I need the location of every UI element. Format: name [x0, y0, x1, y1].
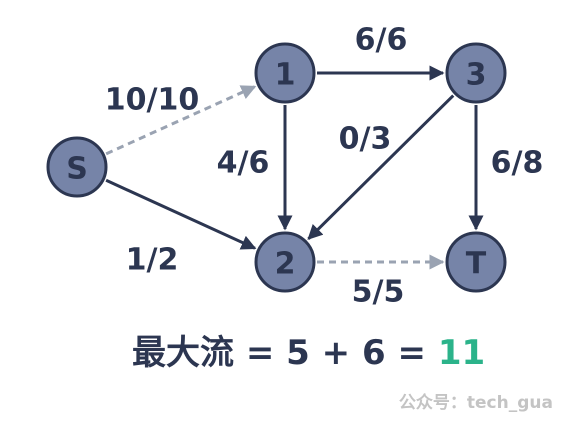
formula-text: 最大流 = 5 + 6 =: [132, 333, 438, 373]
edge-3-2: [307, 94, 455, 240]
node-circle-2: [254, 231, 316, 293]
node-label-1: 1: [275, 58, 296, 93]
watermark: 公众号：tech_gua: [398, 393, 553, 413]
node-circle-3: [445, 42, 507, 104]
edge-label-1-3: 6/6: [355, 23, 408, 58]
edge-S-2: [105, 178, 257, 250]
node-label-S: S: [66, 152, 88, 187]
edge-label-2-T: 5/5: [352, 275, 405, 310]
node-label-3: 3: [466, 58, 487, 93]
edges-layer: [105, 65, 484, 270]
node-circle-T: [445, 231, 507, 293]
edge-label-S-1: 10/10: [105, 83, 199, 118]
node-T: T: [445, 231, 507, 293]
edge-label-S-2: 1/2: [126, 243, 179, 278]
node-3: 3: [445, 42, 507, 104]
nodes-layer: S 1 2 3T: [46, 42, 507, 293]
edge-label-3-T: 6/8: [491, 146, 544, 181]
node-circle-S: [46, 136, 108, 198]
edge-labels-layer: 10/10 1/2 6/6 4/6 0/3 6/8 5/5: [105, 23, 544, 310]
node-2: 2: [254, 231, 316, 293]
node-label-2: 2: [275, 247, 296, 282]
node-label-T: T: [466, 247, 487, 282]
edge-label-3-2: 0/3: [339, 122, 392, 157]
edge-S-1: [105, 85, 257, 156]
node-1: 1: [254, 42, 316, 104]
edge-label-1-2: 4/6: [217, 146, 270, 181]
node-circle-1: [254, 42, 316, 104]
node-S: S: [46, 136, 108, 198]
max-flow-result: 11: [437, 333, 486, 373]
max-flow-formula: 最大流 = 5 + 6 = 11: [132, 333, 485, 373]
